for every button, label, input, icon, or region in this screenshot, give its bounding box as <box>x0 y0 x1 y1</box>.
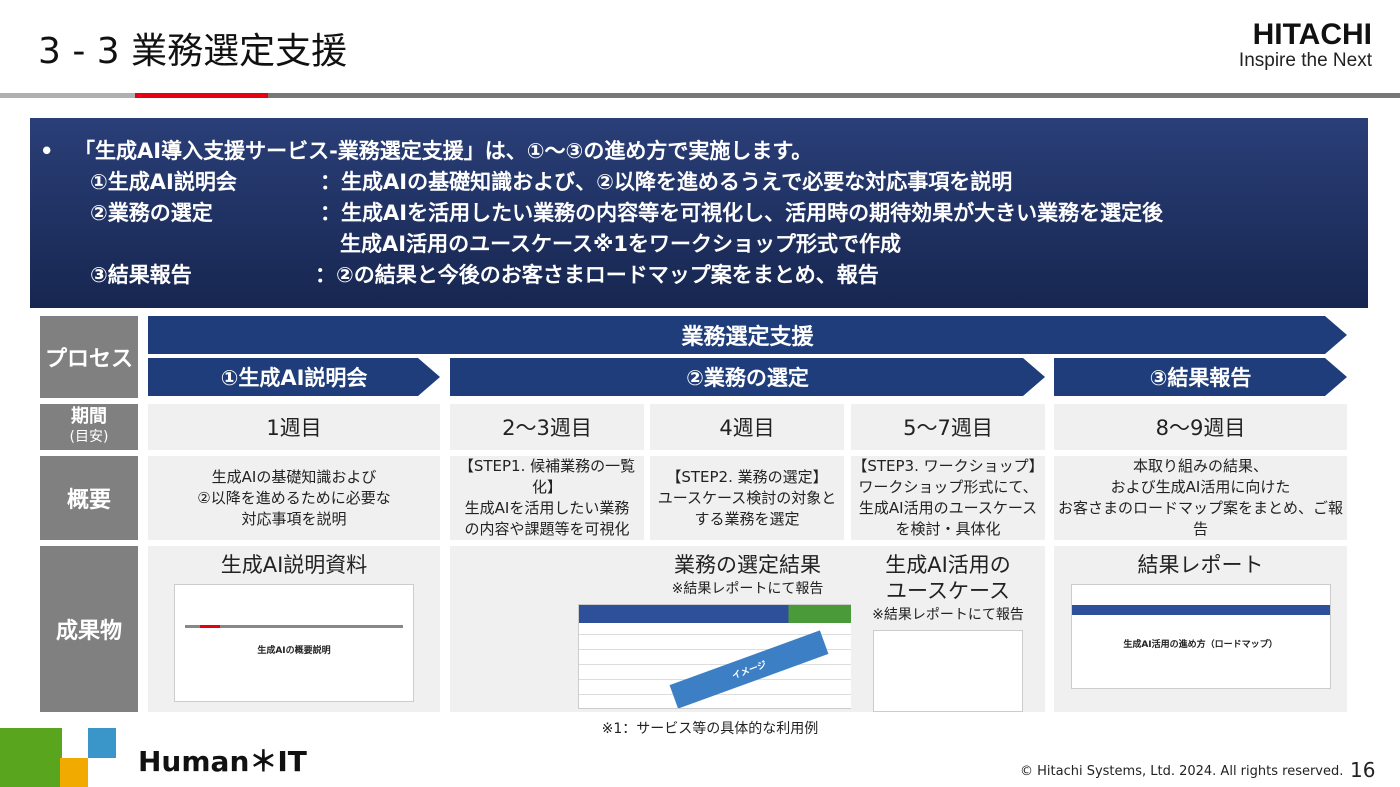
summary-line: 【STEP1. 候補業務の一覧化】 <box>458 457 636 496</box>
banner-text: ：生成AIの基礎知識および、②以降を進めるうえで必要な対応事項を説明 <box>320 170 1013 194</box>
summary-line: 生成AIの基礎知識および <box>211 467 377 486</box>
period-cell: 1週目 <box>148 404 440 450</box>
period-cell: 4週目 <box>650 404 844 450</box>
bullet: • <box>40 139 54 163</box>
summary-line: を検討・具体化 <box>895 520 1001 538</box>
summary-line: 対応事項を説明 <box>241 509 347 528</box>
summary-line: 【STEP2. 業務の選定】 <box>666 467 828 486</box>
deliverable-title: 結果レポート <box>1137 553 1264 577</box>
summary-line: 生成AIを活用したい業務 <box>464 499 630 517</box>
deliverable-thumbnail: 生成AIの概要説明 <box>174 584 414 702</box>
hitachi-logo: HITACHI Inspire the Next <box>1239 20 1372 72</box>
summary-cell: 【STEP3. ワークショップ】ワークショップ形式にて、生成AI活用のユースケー… <box>851 456 1045 540</box>
summary-cell: 本取り組みの結果、および生成AI活用に向けたお客さまのロードマップ案をまとめ、ご… <box>1054 456 1347 540</box>
banner-line: 「生成AI導入支援サービス-業務選定支援」は、①～③の進め方で実施します。 <box>74 139 813 163</box>
page-number: 16 <box>1350 758 1376 782</box>
brand-square-green <box>0 728 62 787</box>
deliverable-note: ※結果レポートにて報告 <box>671 581 824 597</box>
human-it-logo: Human＊IT <box>138 745 307 778</box>
deliverable-title: 生成AI説明資料 <box>220 553 368 577</box>
banner-text: ：②の結果と今後のお客さまロードマップ案をまとめ、報告 <box>315 263 879 287</box>
banner-text: 生成AI活用のユースケース※1をワークショップ形式で作成 <box>340 232 901 256</box>
banner-label: ②業務の選定 <box>90 201 213 225</box>
period-cell: 5～7週目 <box>851 404 1045 450</box>
banner-label: ①生成AI説明会 <box>90 170 237 194</box>
copyright: © Hitachi Systems, Ltd. 2024. All rights… <box>1020 764 1344 779</box>
brand-square-blue <box>88 728 116 758</box>
deliverable-title: ユースケース <box>886 579 1010 603</box>
summary-line: および生成AI活用に向けた <box>1110 478 1291 496</box>
summary-banner: • 「生成AI導入支援サービス-業務選定支援」は、①～③の進め方で実施します。 ①… <box>30 118 1368 308</box>
divider-accent <box>135 93 268 98</box>
page-title: 3 - 3 業務選定支援 <box>38 31 348 72</box>
summary-line: ②以降を進めるために必要な <box>197 488 391 507</box>
deliverable-thumbnail: 生成AI活用の進め方（ロードマップ） <box>1070 584 1331 689</box>
phase-arrow-2: ②業務の選定 <box>450 358 1045 396</box>
banner-label: ③結果報告 <box>90 263 192 287</box>
summary-line: する業務を選定 <box>694 509 800 528</box>
summary-line: の内容や課題等を可視化 <box>464 520 630 538</box>
row-label-deliverable: 成果物 <box>40 546 138 712</box>
deliverable-cell: 生成AI活用のユースケース ※結果レポートにて報告 <box>851 546 1045 712</box>
summary-line: 本取り組みの結果、 <box>1132 457 1268 475</box>
summary-line: 生成AI活用のユースケース <box>858 499 1038 517</box>
deliverable-note: ※結果レポートにて報告 <box>872 607 1024 623</box>
divider <box>0 93 135 98</box>
main-process-arrow: 業務選定支援 <box>148 316 1347 354</box>
thumbnail-caption: イメージ <box>669 629 828 708</box>
logo-tagline: Inspire the Next <box>1238 50 1372 71</box>
thumbnail-caption: 生成AIの概要説明 <box>257 646 331 656</box>
footnote: ※1：サービス等の具体的な利用例 <box>601 721 819 737</box>
deliverable-title: 業務の選定結果 <box>674 553 821 577</box>
deliverable-cell: 生成AI説明資料生成AIの概要説明 <box>148 546 440 712</box>
deliverable-thumbnail <box>873 630 1023 712</box>
row-label-process: プロセス <box>40 316 138 398</box>
thumbnail-caption: 生成AI活用の進め方（ロードマップ） <box>1123 639 1278 650</box>
period-cell: 8～9週目 <box>1054 404 1347 450</box>
divider <box>268 93 1400 98</box>
deliverable-title: 生成AI活用の <box>885 553 1011 577</box>
summary-line: 【STEP3. ワークショップ】 <box>852 457 1044 475</box>
logo-main: HITACHI <box>1252 18 1372 51</box>
banner-text: ：生成AIを活用したい業務の内容等を可視化し、活用時の期待効果が大きい業務を選定… <box>320 201 1164 225</box>
period-cell: 2～3週目 <box>450 404 644 450</box>
phase-arrow-1: ①生成AI説明会 <box>148 358 440 396</box>
summary-line: ワークショップ形式にて、 <box>858 478 1038 496</box>
summary-line: お客さまのロードマップ案をまとめ、ご報告 <box>1057 499 1343 538</box>
phase-arrow-3: ③結果報告 <box>1054 358 1347 396</box>
summary-line: ユースケース検討の対象と <box>657 488 837 507</box>
summary-cell: 生成AIの基礎知識および ②以降を進めるために必要な対応事項を説明 <box>148 456 440 540</box>
summary-cell: 【STEP2. 業務の選定】ユースケース検討の対象とする業務を選定 <box>650 456 844 540</box>
brand-square-yellow <box>60 758 88 787</box>
deliverable-cell: 結果レポート生成AI活用の進め方（ロードマップ） <box>1054 546 1347 712</box>
summary-cell: 【STEP1. 候補業務の一覧化】生成AIを活用したい業務の内容や課題等を可視化 <box>450 456 644 540</box>
row-label-period: 期間(目安) <box>40 404 138 450</box>
row-label-summary: 概要 <box>40 456 138 540</box>
